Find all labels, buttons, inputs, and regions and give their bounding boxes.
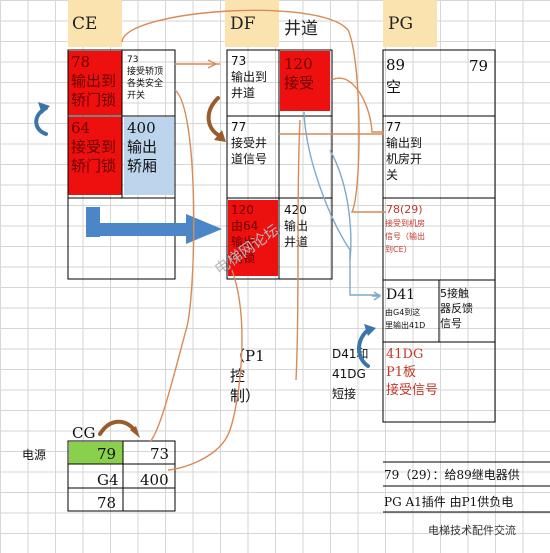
- rotate-arrow-df: [206, 96, 224, 139]
- brand-label: 电梯技术配件交流: [428, 524, 516, 537]
- cg-cell-g4: G4: [97, 471, 119, 489]
- cg-cell-400: 400: [140, 471, 169, 489]
- leader-lines-blue: [303, 111, 382, 301]
- pg-cell-89-num: 89: [386, 56, 406, 74]
- df-cell-120-g4: 120 由64 输出 门锁: [228, 200, 278, 276]
- ce-cell-64: 64 接受到 轿门锁: [68, 117, 122, 195]
- table-borders: [67, 49, 550, 513]
- ce-header-label: CE: [72, 14, 98, 34]
- pg-cell-41dg: 41DG P1板 接受信号: [386, 347, 439, 398]
- pg-cell-78-29-text: 接受到机房 信号（输出 到CE）: [385, 219, 425, 254]
- cg-cell-73: 73: [150, 445, 170, 463]
- df-header-label: DF: [230, 14, 256, 34]
- df-cell-420: 420 输出 井道: [284, 203, 309, 249]
- rotate-arrow-pg: [357, 328, 370, 368]
- ce-cell-400: 400 输出 轿厢: [124, 117, 174, 195]
- df-cell-120: 120 接受: [280, 51, 330, 111]
- pg-cell-d41-num: D41: [386, 287, 416, 303]
- shaft-header-label: 井道: [284, 19, 318, 39]
- pg-cell-d41-text: 由G4到这 里输出41D: [385, 308, 426, 330]
- blue-arrow: [86, 207, 222, 244]
- pg-cell-89-text: 空: [386, 78, 402, 96]
- df-header: [225, 0, 279, 47]
- pg-header-label: PG: [388, 14, 414, 34]
- cg-label: CG: [72, 424, 96, 442]
- rotate-arrow-left: [34, 106, 48, 136]
- cg-power-cell: [69, 442, 123, 464]
- pg-cell-78-29-num: 78(29): [386, 203, 423, 216]
- power-label: 电源: [22, 448, 47, 462]
- ce-cell-73: 73 接受轿顶 各类安全 开关: [127, 55, 164, 101]
- rotate-arrow-cg: [98, 419, 138, 436]
- ce-header: [68, 0, 122, 47]
- footer-note-1: 79（29）：给89继电器供: [384, 468, 520, 482]
- pg-cell-77: 77 输出到 机房开 关: [386, 120, 423, 182]
- footer-note-2: PG A1插件 由P1供负电: [384, 495, 514, 509]
- pg-cell-feedback: 5接触 器反馈 信号: [440, 287, 473, 330]
- cg-cell-79: 79: [97, 445, 117, 463]
- df-cell-73: 73 输出到 井道: [231, 54, 268, 100]
- df-cell-77: 77 接受井 道信号: [231, 120, 268, 166]
- pg-cell-79: 79: [469, 57, 489, 75]
- ce-cell-78: 78 输出到 轿门锁: [68, 51, 122, 115]
- cg-cell-78: 78: [97, 494, 117, 512]
- leader-lines-orange: [121, 9, 386, 471]
- pg-header: [383, 0, 437, 47]
